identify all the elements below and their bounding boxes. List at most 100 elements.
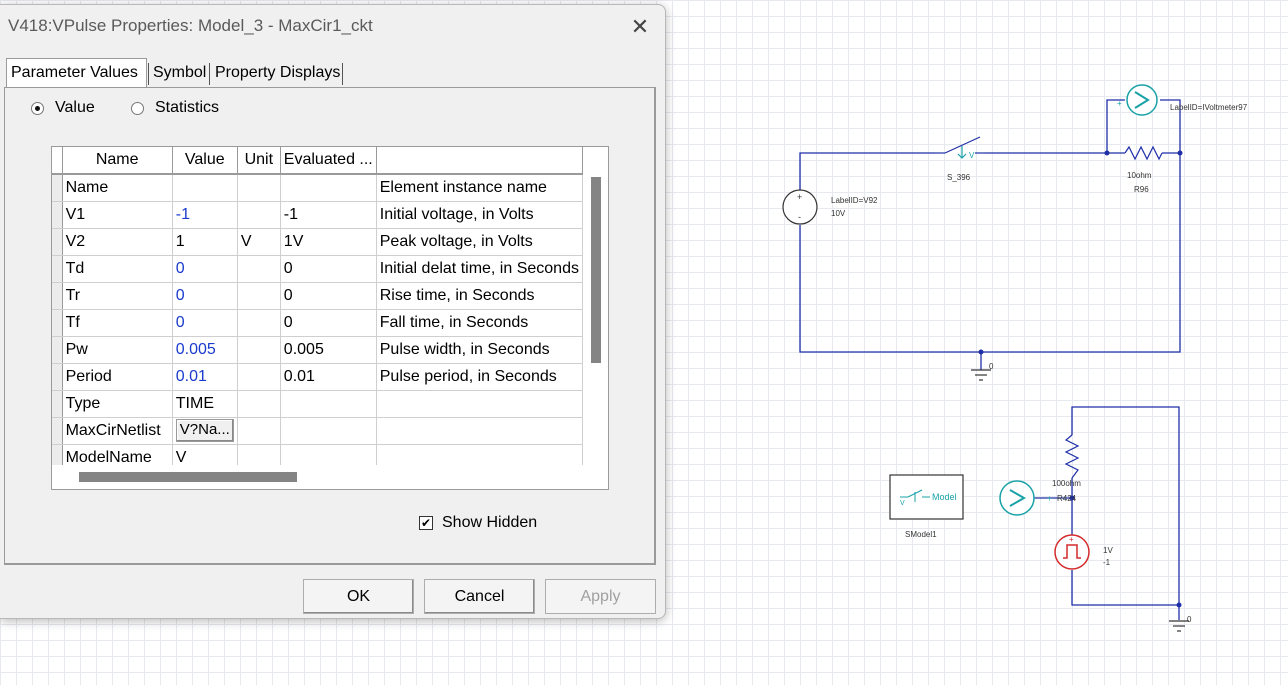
cell-evaluated: 0 (280, 282, 377, 310)
cell-description (376, 390, 583, 418)
cell-unit[interactable]: V (237, 228, 281, 256)
cell-text: Pw (65, 340, 88, 358)
column-header-name[interactable]: Name (62, 147, 173, 175)
ground-2-icon (1169, 620, 1189, 632)
cell-value[interactable]: V (172, 444, 238, 465)
column-header-value[interactable]: Value (172, 147, 238, 175)
table-row[interactable]: MaxCirNetlist V?Na... (52, 417, 583, 445)
vertical-scroll-thumb[interactable] (591, 177, 601, 363)
cell-description: Pulse width, in Seconds (376, 336, 583, 364)
row-selector[interactable] (52, 363, 63, 391)
dc-source-icon[interactable] (782, 189, 818, 225)
cell-unit[interactable] (237, 282, 281, 310)
ground-2-label: 0 (1187, 615, 1192, 624)
show-hidden-check-icon[interactable]: ✔ (419, 516, 433, 530)
row-selector[interactable] (52, 201, 63, 229)
cell-unit[interactable] (237, 417, 281, 445)
row-selector[interactable] (52, 282, 63, 310)
cell-evaluated: 1V (280, 228, 377, 256)
radio-value[interactable]: Value (31, 97, 95, 119)
tab-separator (209, 63, 210, 85)
ok-button[interactable]: OK (303, 579, 414, 614)
radio-value-label: Value (55, 99, 95, 116)
cell-text: Initial delat time, in Seconds (379, 259, 579, 277)
tab-property-displays[interactable]: Property Displays (215, 64, 341, 81)
show-hidden-checkbox[interactable]: ✔ Show Hidden (419, 513, 537, 533)
radio-statistics[interactable]: Statistics (131, 97, 219, 119)
cell-value[interactable]: 0 (172, 255, 238, 283)
cell-value[interactable]: 1 (172, 228, 238, 256)
switch-label: S_396 (947, 173, 971, 182)
cell-unit[interactable] (237, 255, 281, 283)
cell-unit[interactable] (237, 309, 281, 337)
apply-button[interactable]: Apply (545, 579, 656, 614)
cell-value[interactable]: 0 (172, 282, 238, 310)
resistor-r424-icon[interactable] (1064, 434, 1080, 479)
cell-value[interactable]: 0.01 (172, 363, 238, 391)
title-bar[interactable]: V418:VPulse Properties: Model_3 - MaxCir… (0, 5, 664, 47)
switch-icon[interactable] (935, 136, 985, 159)
cell-text: Pulse width, in Seconds (379, 340, 550, 358)
cell-text: 0.005 (175, 340, 216, 358)
row-selector[interactable] (52, 444, 63, 465)
cell-description: Element instance name (376, 174, 583, 202)
cell-text: 0 (175, 259, 185, 277)
cell-value[interactable]: V?Na... (172, 417, 238, 445)
column-header-unit[interactable]: Unit (237, 147, 281, 175)
row-selector[interactable] (52, 390, 63, 418)
cell-text: MaxCirNetlist (65, 421, 161, 439)
cell-unit[interactable] (237, 444, 281, 465)
cell-evaluated: -1 (280, 201, 377, 229)
cell-name: Tr (62, 282, 173, 310)
cell-text: V1 (65, 205, 86, 223)
ground-label: 0 (989, 362, 994, 371)
cell-value[interactable] (172, 174, 238, 202)
column-header-evaluated[interactable]: Evaluated ... (280, 147, 377, 175)
cell-text: Tr (65, 286, 81, 304)
cell-value[interactable]: TIME (172, 390, 238, 418)
cell-unit[interactable] (237, 363, 281, 391)
top-circuit-nodes (978, 150, 1183, 355)
row-selector[interactable] (52, 228, 63, 256)
ammeter-icon[interactable] (999, 480, 1035, 516)
radio-statistics-indicator[interactable] (131, 101, 144, 115)
radio-value-indicator[interactable] (31, 101, 44, 115)
cell-value[interactable]: 0.005 (172, 336, 238, 364)
resistor-r424-name: R424 (1057, 494, 1077, 503)
row-selector[interactable] (52, 417, 63, 445)
cancel-button[interactable]: Cancel (424, 579, 535, 614)
cell-text: Rise time, in Seconds (379, 286, 535, 304)
cell-unit[interactable] (237, 201, 281, 229)
cell-unit[interactable] (237, 174, 281, 202)
tab-parameter-values[interactable]: Parameter Values (6, 58, 147, 87)
cell-unit[interactable] (237, 336, 281, 364)
row-selector[interactable] (52, 336, 63, 364)
pulse-source-plus: + (1069, 535, 1074, 544)
cell-value[interactable]: -1 (172, 201, 238, 229)
close-icon[interactable]: ✕ (630, 14, 650, 39)
horizontal-scroll-thumb[interactable] (79, 472, 297, 482)
voltmeter-icon[interactable] (1126, 84, 1158, 116)
row-selector[interactable] (52, 309, 63, 337)
row-selector[interactable] (52, 255, 63, 283)
column-header-description[interactable] (376, 147, 583, 175)
pulse-source-icon[interactable] (1054, 534, 1090, 570)
cell-value[interactable]: 0 (172, 309, 238, 337)
resistor-r96-icon[interactable] (1124, 145, 1163, 161)
row-selector[interactable] (52, 174, 63, 202)
cell-unit[interactable] (237, 390, 281, 418)
tab-symbol[interactable]: Symbol (153, 64, 207, 81)
netlist-edit-button[interactable]: V?Na... (175, 419, 234, 442)
